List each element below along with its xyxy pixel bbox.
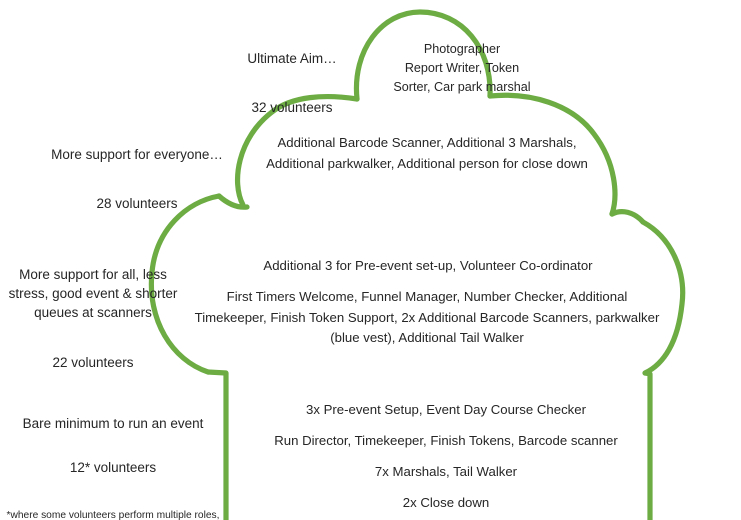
right-lobe-junction-arrow [609, 209, 646, 225]
roles-mid-canopy-primary: Additional 3 for Pre-event set-up, Volun… [263, 258, 593, 273]
stage-heading-everyone: More support for everyone… [51, 147, 223, 163]
stage-caption-everyone: More support for everyone… 28 volunteers [16, 126, 258, 233]
roles-top-canopy: Photographer Report Writer, Token Sorter… [393, 42, 531, 95]
trunk-left-line [207, 369, 229, 520]
canopy-lobe-lower-right [640, 219, 686, 376]
stage-heading-ultimate: Ultimate Aim… [247, 51, 337, 67]
stage-heading-bare-minimum: Bare minimum to run an event [22, 416, 204, 432]
canopy-lobe-top [353, 9, 493, 102]
stage-caption-all: More support for all, less stress, good … [0, 246, 186, 391]
stage-count-ultimate: 32 volunteers [251, 100, 333, 116]
stage-heading-all: More support for all, less stress, good … [8, 267, 178, 321]
canopy-lobe-lower-left [148, 193, 222, 375]
roles-mid-canopy-secondary: First Timers Welcome, Funnel Manager, Nu… [194, 289, 660, 346]
stage-footnote-bare-minimum: *where some volunteers perform multiple … [6, 509, 220, 520]
left-lobe-junction-arrow [216, 193, 250, 210]
trunk-right-line [644, 370, 653, 520]
stage-count-everyone: 28 volunteers [96, 196, 178, 212]
stage-caption-bare-minimum: Bare minimum to run an event 12* volunte… [0, 395, 226, 520]
stage-count-bare-minimum: 12* volunteers [69, 460, 157, 476]
canopy-lobe-upper-right [487, 92, 618, 217]
canopy-lobe-upper-left [234, 93, 360, 208]
roles-upper-canopy: Additional Barcode Scanner, Additional 3… [266, 135, 588, 172]
roles-trunk-base: 3x Pre-event Setup, Event Day Course Che… [274, 402, 618, 511]
stage-caption-ultimate: Ultimate Aim… 32 volunteers [196, 30, 388, 137]
stage-count-all: 22 volunteers [52, 354, 134, 370]
